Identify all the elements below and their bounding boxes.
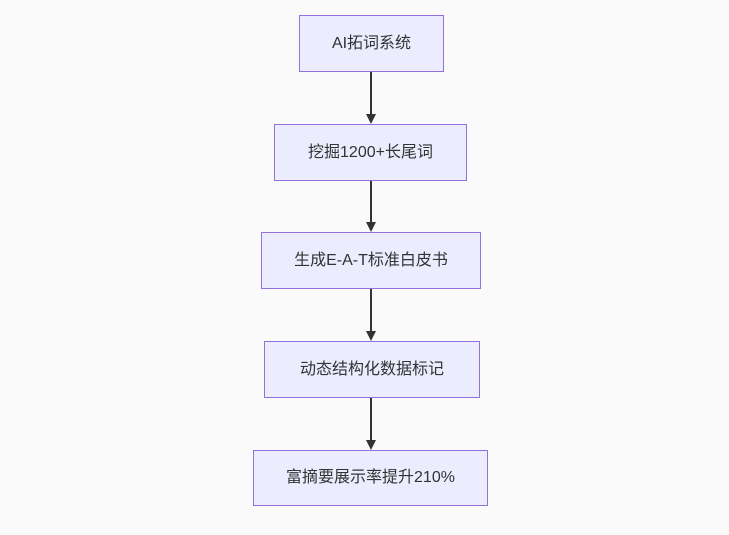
arrow-head [366, 440, 376, 450]
arrow-shaft [370, 181, 372, 222]
arrow-down-icon [366, 398, 376, 450]
flow-node-label: 挖掘1200+长尾词 [308, 143, 433, 161]
flow-node-longtail-mining: 挖掘1200+长尾词 [274, 124, 467, 181]
arrow-shaft [370, 72, 372, 114]
flow-node-label: 生成E-A-T标准白皮书 [294, 251, 448, 269]
flow-node-label: AI拓词系统 [331, 34, 412, 52]
arrow-shaft [370, 398, 372, 440]
arrow-head [366, 114, 376, 124]
arrow-shaft [370, 289, 372, 331]
arrow-head [366, 331, 376, 341]
flow-node-ai-word-expansion: AI拓词系统 [299, 15, 444, 72]
arrow-head [366, 222, 376, 232]
flow-node-structured-data-markup: 动态结构化数据标记 [264, 341, 480, 398]
flow-node-rich-snippet-result: 富摘要展示率提升210% [253, 450, 488, 506]
arrow-down-icon [366, 72, 376, 124]
flow-node-label: 富摘要展示率提升210% [286, 469, 455, 487]
flow-node-label: 动态结构化数据标记 [299, 360, 444, 378]
arrow-down-icon [366, 289, 376, 341]
arrow-down-icon [366, 181, 376, 232]
flow-node-eat-whitepaper: 生成E-A-T标准白皮书 [261, 232, 481, 289]
